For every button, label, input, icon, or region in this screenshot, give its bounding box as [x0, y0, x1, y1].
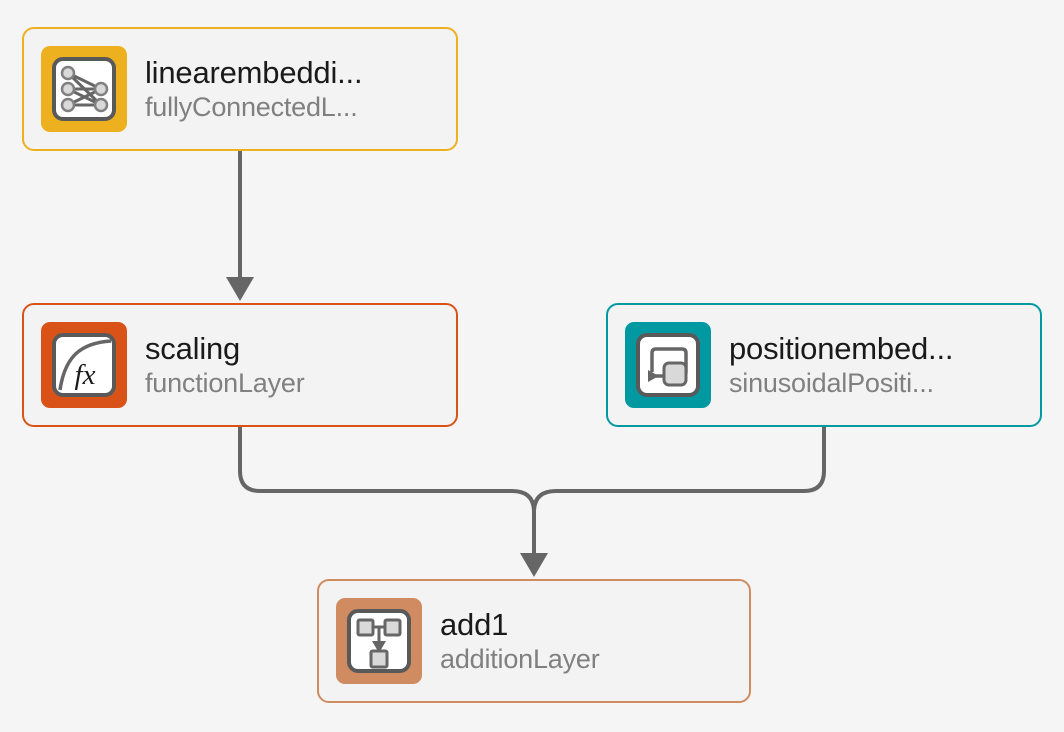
edge-positionembedding-to-add1 — [532, 427, 826, 555]
edge-scaling-to-add1 — [238, 427, 536, 555]
node-subtitle: fullyConnectedL... — [145, 92, 358, 122]
node-title: positionembed... — [729, 331, 954, 366]
svg-text:fx: fx — [75, 359, 96, 391]
node-subtitle: functionLayer — [145, 368, 305, 398]
node-title: add1 — [440, 607, 509, 642]
node-label-group: linearembeddi... fullyConnectedL... — [145, 54, 362, 124]
edge-linearembedding-to-scaling — [226, 151, 254, 301]
node-label-group: add1 additionLayer — [440, 606, 600, 676]
sinusoidal-position-encoding-layer-icon — [625, 322, 711, 408]
fully-connected-layer-icon — [41, 46, 127, 132]
node-label-group: positionembed... sinusoidalPositi... — [729, 330, 953, 400]
addition-layer-icon — [336, 598, 422, 684]
node-subtitle: sinusoidalPositi... — [729, 368, 934, 398]
node-positionembed[interactable]: positionembed... sinusoidalPositi... — [606, 303, 1042, 427]
edge-merge-arrowhead — [520, 553, 548, 577]
node-scaling[interactable]: fx scaling functionLayer — [22, 303, 458, 427]
function-layer-icon: fx — [41, 322, 127, 408]
node-title: linearembeddi... — [145, 55, 363, 90]
node-title: scaling — [145, 331, 241, 366]
node-linearembeddi[interactable]: linearembeddi... fullyConnectedL... — [22, 27, 458, 151]
node-label-group: scaling functionLayer — [145, 330, 305, 400]
node-subtitle: additionLayer — [440, 644, 600, 674]
node-add1[interactable]: add1 additionLayer — [317, 579, 751, 703]
